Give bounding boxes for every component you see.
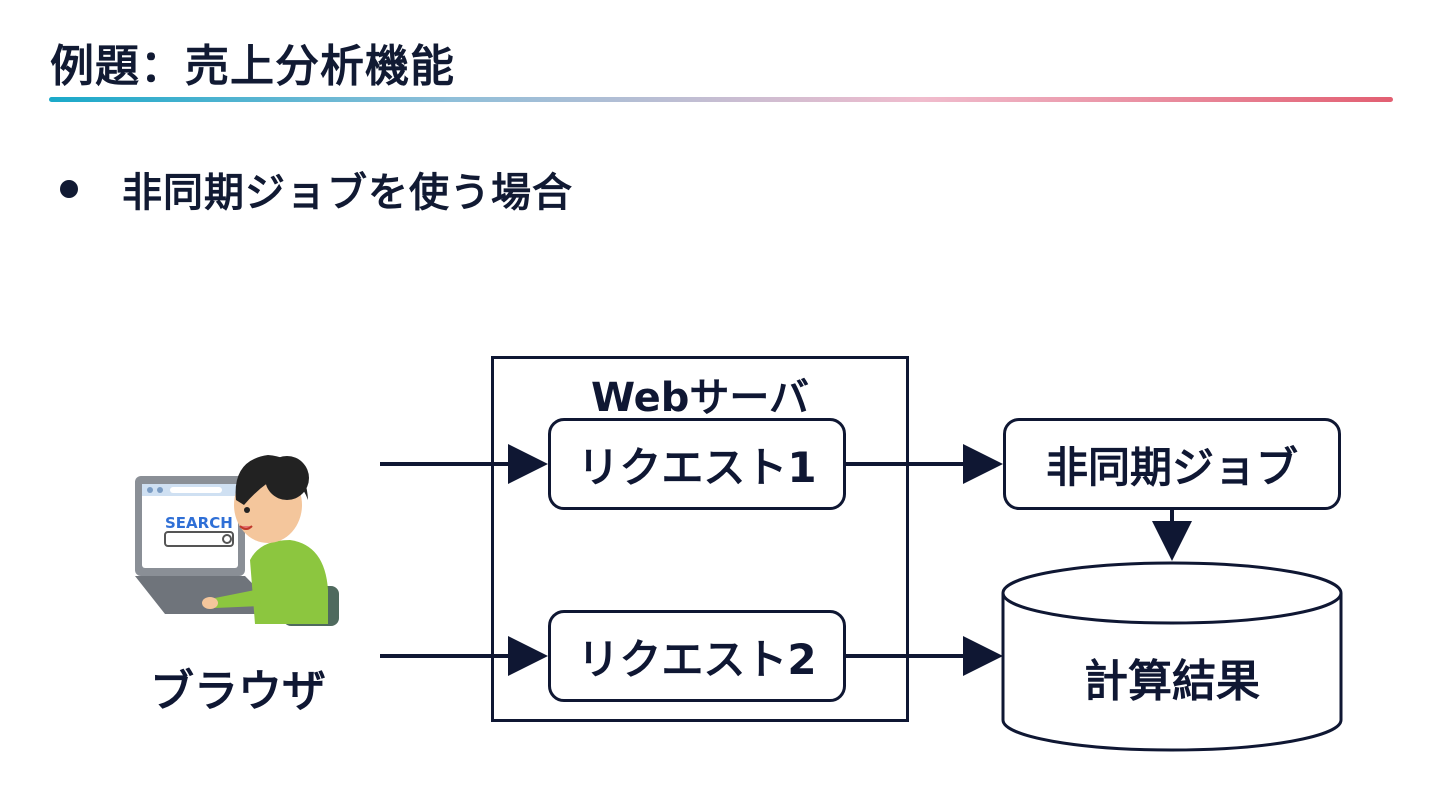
browser-label: ブラウザ (150, 666, 326, 717)
web-server-box: Webサーバ (491, 356, 909, 722)
request1-label: リクエスト1 (577, 442, 817, 492)
database-cylinder (1001, 561, 1343, 752)
database-label: 計算結果 (1084, 656, 1260, 707)
async-job-node: 非同期ジョブ (1003, 418, 1341, 510)
browser-person-icon: SEARCH (135, 455, 339, 626)
web-server-label: Webサーバ (590, 375, 810, 421)
bullet-item: 非同期ジョブを使う場合 (60, 160, 573, 218)
async-job-label: 非同期ジョブ (1045, 442, 1298, 492)
request2-label: リクエスト2 (577, 634, 817, 684)
bullet-dot-icon (60, 180, 78, 198)
title-underline (49, 97, 1393, 102)
search-label: SEARCH (165, 514, 233, 532)
bullet-text: 非同期ジョブを使う場合 (122, 170, 573, 216)
request1-node: リクエスト1 (548, 418, 846, 510)
page-title: 例題：売上分析機能 (50, 41, 455, 92)
request2-node: リクエスト2 (548, 610, 846, 702)
